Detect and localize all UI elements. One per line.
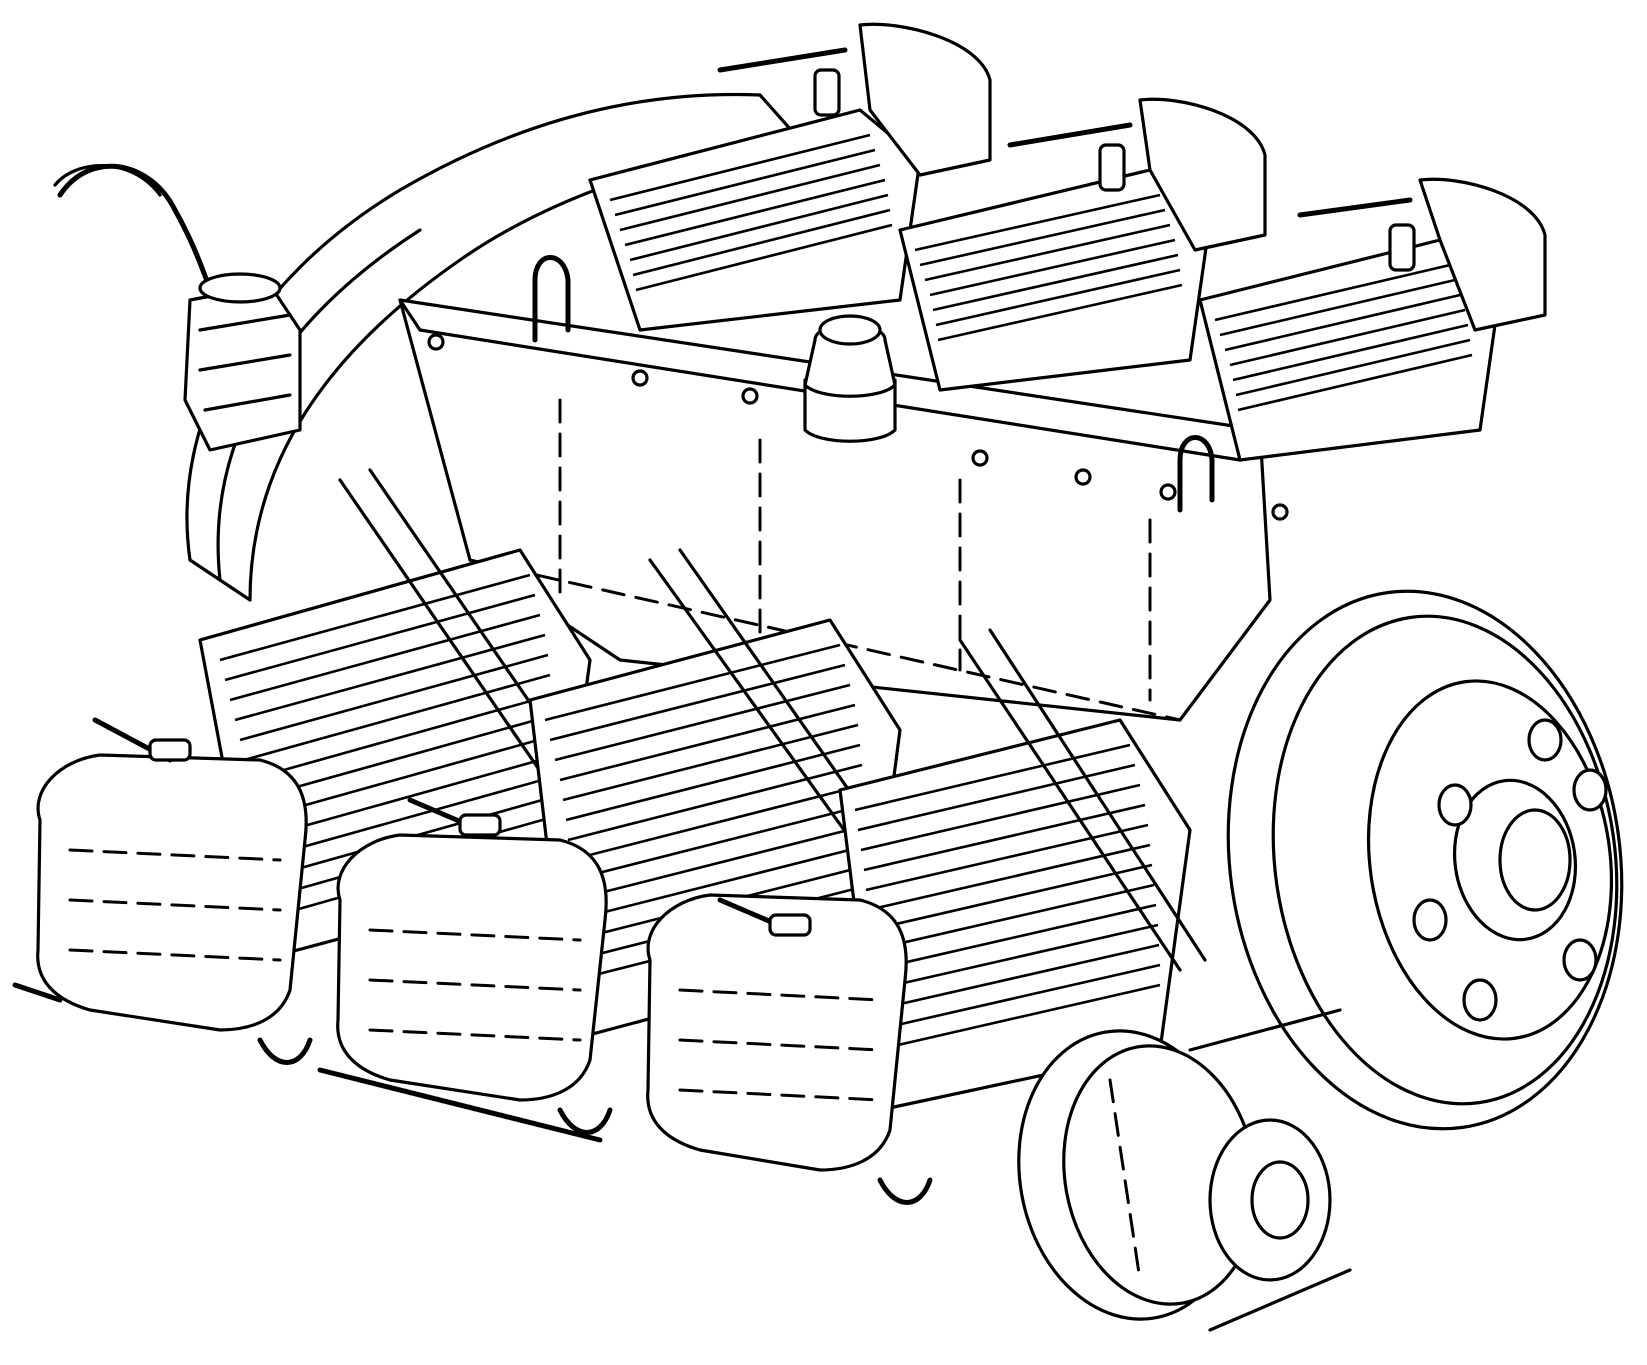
- top-cylinder-2: [898, 97, 1267, 392]
- top-cylinder-1: [588, 22, 992, 332]
- top-cylinder-bank: [588, 22, 1547, 462]
- flange-bolts: [1412, 718, 1608, 1022]
- prop-flange: [1226, 589, 1624, 1131]
- top-cylinder-3: [1198, 177, 1547, 462]
- breather-cap: [803, 314, 897, 443]
- bottom-cylinder-3: [646, 628, 1207, 1172]
- bottom-cylinder-bank: [12, 468, 1207, 1205]
- pulleys: [1017, 1008, 1352, 1332]
- cable-accessory: [53, 163, 302, 452]
